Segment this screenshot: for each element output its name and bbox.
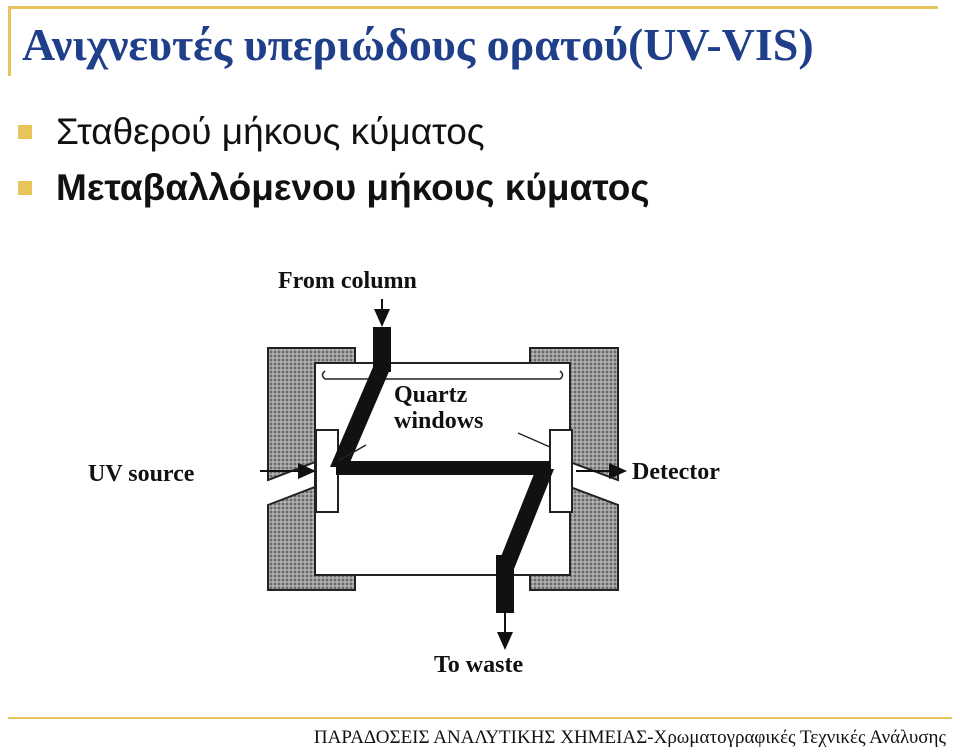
right-quartz-window (549, 429, 573, 513)
uv-flow-cell-diagram: From column Quartz windows UV source Det… (70, 255, 860, 695)
label-detector: Detector (632, 459, 720, 485)
flow-cell-svg: From column Quartz windows UV source Det… (88, 268, 720, 678)
left-quartz-window (315, 429, 339, 513)
quartz-pointer-left (337, 444, 367, 462)
quartz-windows (315, 429, 573, 513)
footer-rule (8, 717, 952, 719)
footer-text: ΠΑΡΑΔΟΣΕΙΣ ΑΝΑΛΥΤΙΚΗΣ ΧΗΜΕΙΑΣ-Χρωματογρα… (313, 727, 946, 748)
label-from-column: From column (278, 268, 417, 294)
top-rule (8, 6, 938, 9)
label-windows: windows (394, 408, 483, 434)
label-quartz: Quartz (394, 382, 468, 408)
square-bullet-icon (18, 125, 32, 139)
flow-path (330, 327, 554, 613)
quartz-pointer-right (517, 432, 551, 448)
square-bullet-icon (18, 181, 32, 195)
bullet-text: Σταθερού μήκους κύματος (56, 111, 485, 152)
label-to-waste: To waste (434, 652, 523, 678)
label-uv-source: UV source (88, 461, 195, 487)
bullet-item: Μεταβαλλόμενου μήκους κύματος (18, 164, 918, 212)
bullet-text: Μεταβαλλόμενου μήκους κύματος (56, 167, 650, 208)
top-rule-left (8, 6, 11, 76)
bullet-item: Σταθερού μήκους κύματος (18, 108, 918, 156)
slide-title: Ανιχνευτές υπεριώδους ορατού(UV-VIS) (22, 19, 814, 70)
